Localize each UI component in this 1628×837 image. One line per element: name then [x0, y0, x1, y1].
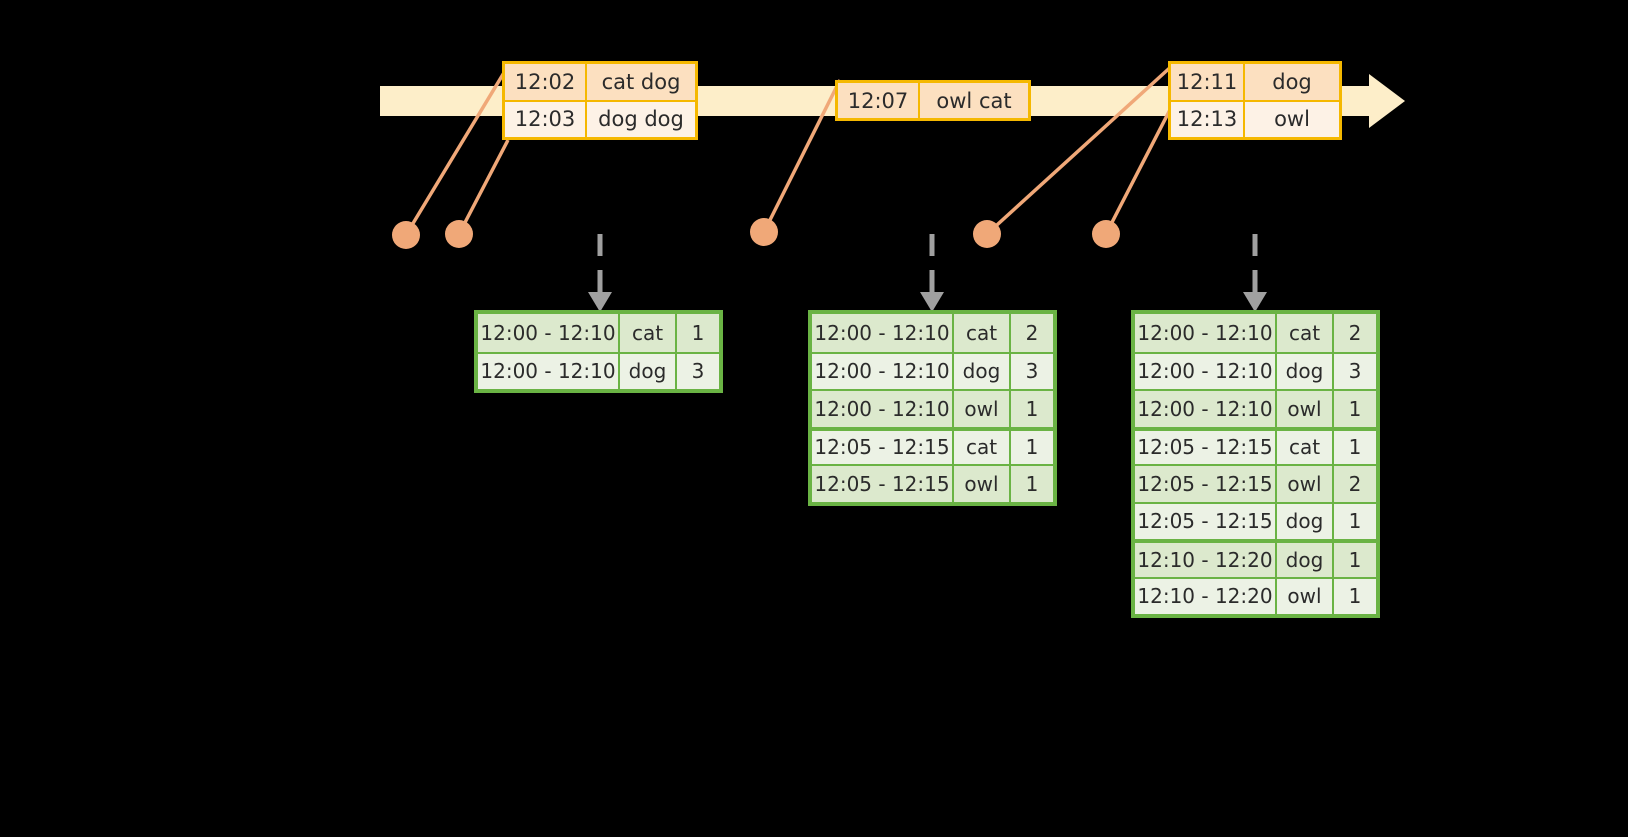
cell-count: 1 [691, 320, 705, 345]
cell-count: 1 [1348, 547, 1362, 572]
cell-window: 12:05 - 12:15 [1135, 430, 1277, 464]
cell-count: 1 [1348, 396, 1362, 421]
cell-window: 12:00 - 12:10 [478, 353, 620, 389]
event-group-1[interactable]: 12:02 cat dog 12:03 dog dog [502, 61, 698, 140]
cell-key: cat [1277, 430, 1334, 464]
connector-dot-4 [973, 220, 1001, 248]
cell-key: dog [1277, 503, 1334, 539]
event-time: 12:03 [505, 101, 587, 137]
connector-dots [392, 218, 1120, 249]
event-value: cat dog [601, 69, 681, 94]
dashed-arrow-head-1 [588, 292, 612, 312]
cell-count: 1 [1348, 584, 1362, 609]
connector-line-2 [457, 139, 510, 235]
event-group-3[interactable]: 12:11 dog 12:13 owl [1168, 61, 1342, 140]
event-time: 12:13 [1171, 101, 1245, 137]
cell-key: cat [1277, 314, 1334, 352]
cell-key: dog [620, 353, 677, 389]
cell-window: 12:10 - 12:20 [1135, 578, 1277, 614]
event-time: 12:02 [505, 64, 587, 100]
cell-count: 3 [1025, 359, 1039, 384]
cell-key: cat [954, 430, 1011, 464]
event-time: 12:11 [1171, 64, 1245, 100]
cell-window: 12:05 - 12:15 [812, 466, 954, 502]
event-value: owl [1274, 107, 1310, 132]
event-time: 12:07 [838, 83, 920, 118]
connector-dot-1 [392, 221, 420, 249]
timeline-arrowhead [1369, 74, 1405, 128]
cell-count: 1 [1348, 509, 1362, 534]
cell-window: 12:00 - 12:10 [478, 314, 620, 352]
cell-window: 12:00 - 12:10 [1135, 314, 1277, 352]
connector-line-5 [1104, 101, 1176, 235]
cell-window: 12:05 - 12:15 [812, 430, 954, 464]
event-group-2[interactable]: 12:07 owl cat [835, 80, 1031, 121]
cell-key: owl [954, 466, 1011, 502]
cell-key: dog [1277, 353, 1334, 389]
cell-key: cat [954, 314, 1011, 352]
cell-key: dog [1277, 543, 1334, 577]
event-value: dog dog [598, 107, 684, 132]
cell-window: 12:05 - 12:15 [1135, 466, 1277, 502]
cell-count: 1 [1025, 396, 1039, 421]
cell-count: 2 [1348, 471, 1362, 496]
cell-window: 12:00 - 12:10 [812, 391, 954, 427]
cell-key: owl [1277, 466, 1334, 502]
cell-count: 1 [1025, 471, 1039, 496]
event-row[interactable]: 12:11 dog [1171, 64, 1339, 100]
cell-count: 3 [691, 359, 705, 384]
cell-window: 12:00 - 12:10 [1135, 391, 1277, 427]
connector-dot-2 [445, 220, 473, 248]
cell-count: 3 [1348, 359, 1362, 384]
cell-count: 2 [1348, 320, 1362, 345]
cell-window: 12:10 - 12:20 [1135, 543, 1277, 577]
cell-key: owl [954, 391, 1011, 427]
cell-key: cat [620, 314, 677, 352]
cell-key: owl [1277, 391, 1334, 427]
cell-key: dog [954, 353, 1011, 389]
event-row[interactable]: 12:13 owl [1171, 99, 1339, 137]
event-row[interactable]: 12:07 owl cat [838, 83, 1028, 118]
cell-count: 1 [1025, 435, 1039, 460]
event-row[interactable]: 12:02 cat dog [505, 64, 695, 100]
event-value: dog [1272, 69, 1312, 94]
cell-count: 2 [1025, 320, 1039, 345]
cell-count: 1 [1348, 435, 1362, 460]
connector-dot-5 [1092, 220, 1120, 248]
cell-window: 12:05 - 12:15 [1135, 503, 1277, 539]
cell-window: 12:00 - 12:10 [1135, 353, 1277, 389]
event-value: owl cat [936, 88, 1012, 113]
connector-dot-3 [750, 218, 778, 246]
dashed-arrow-head-2 [920, 292, 944, 312]
event-row[interactable]: 12:03 dog dog [505, 99, 695, 137]
cell-window: 12:00 - 12:10 [812, 314, 954, 352]
dashed-arrow-head-3 [1243, 292, 1267, 312]
cell-window: 12:00 - 12:10 [812, 353, 954, 389]
cell-key: owl [1277, 578, 1334, 614]
